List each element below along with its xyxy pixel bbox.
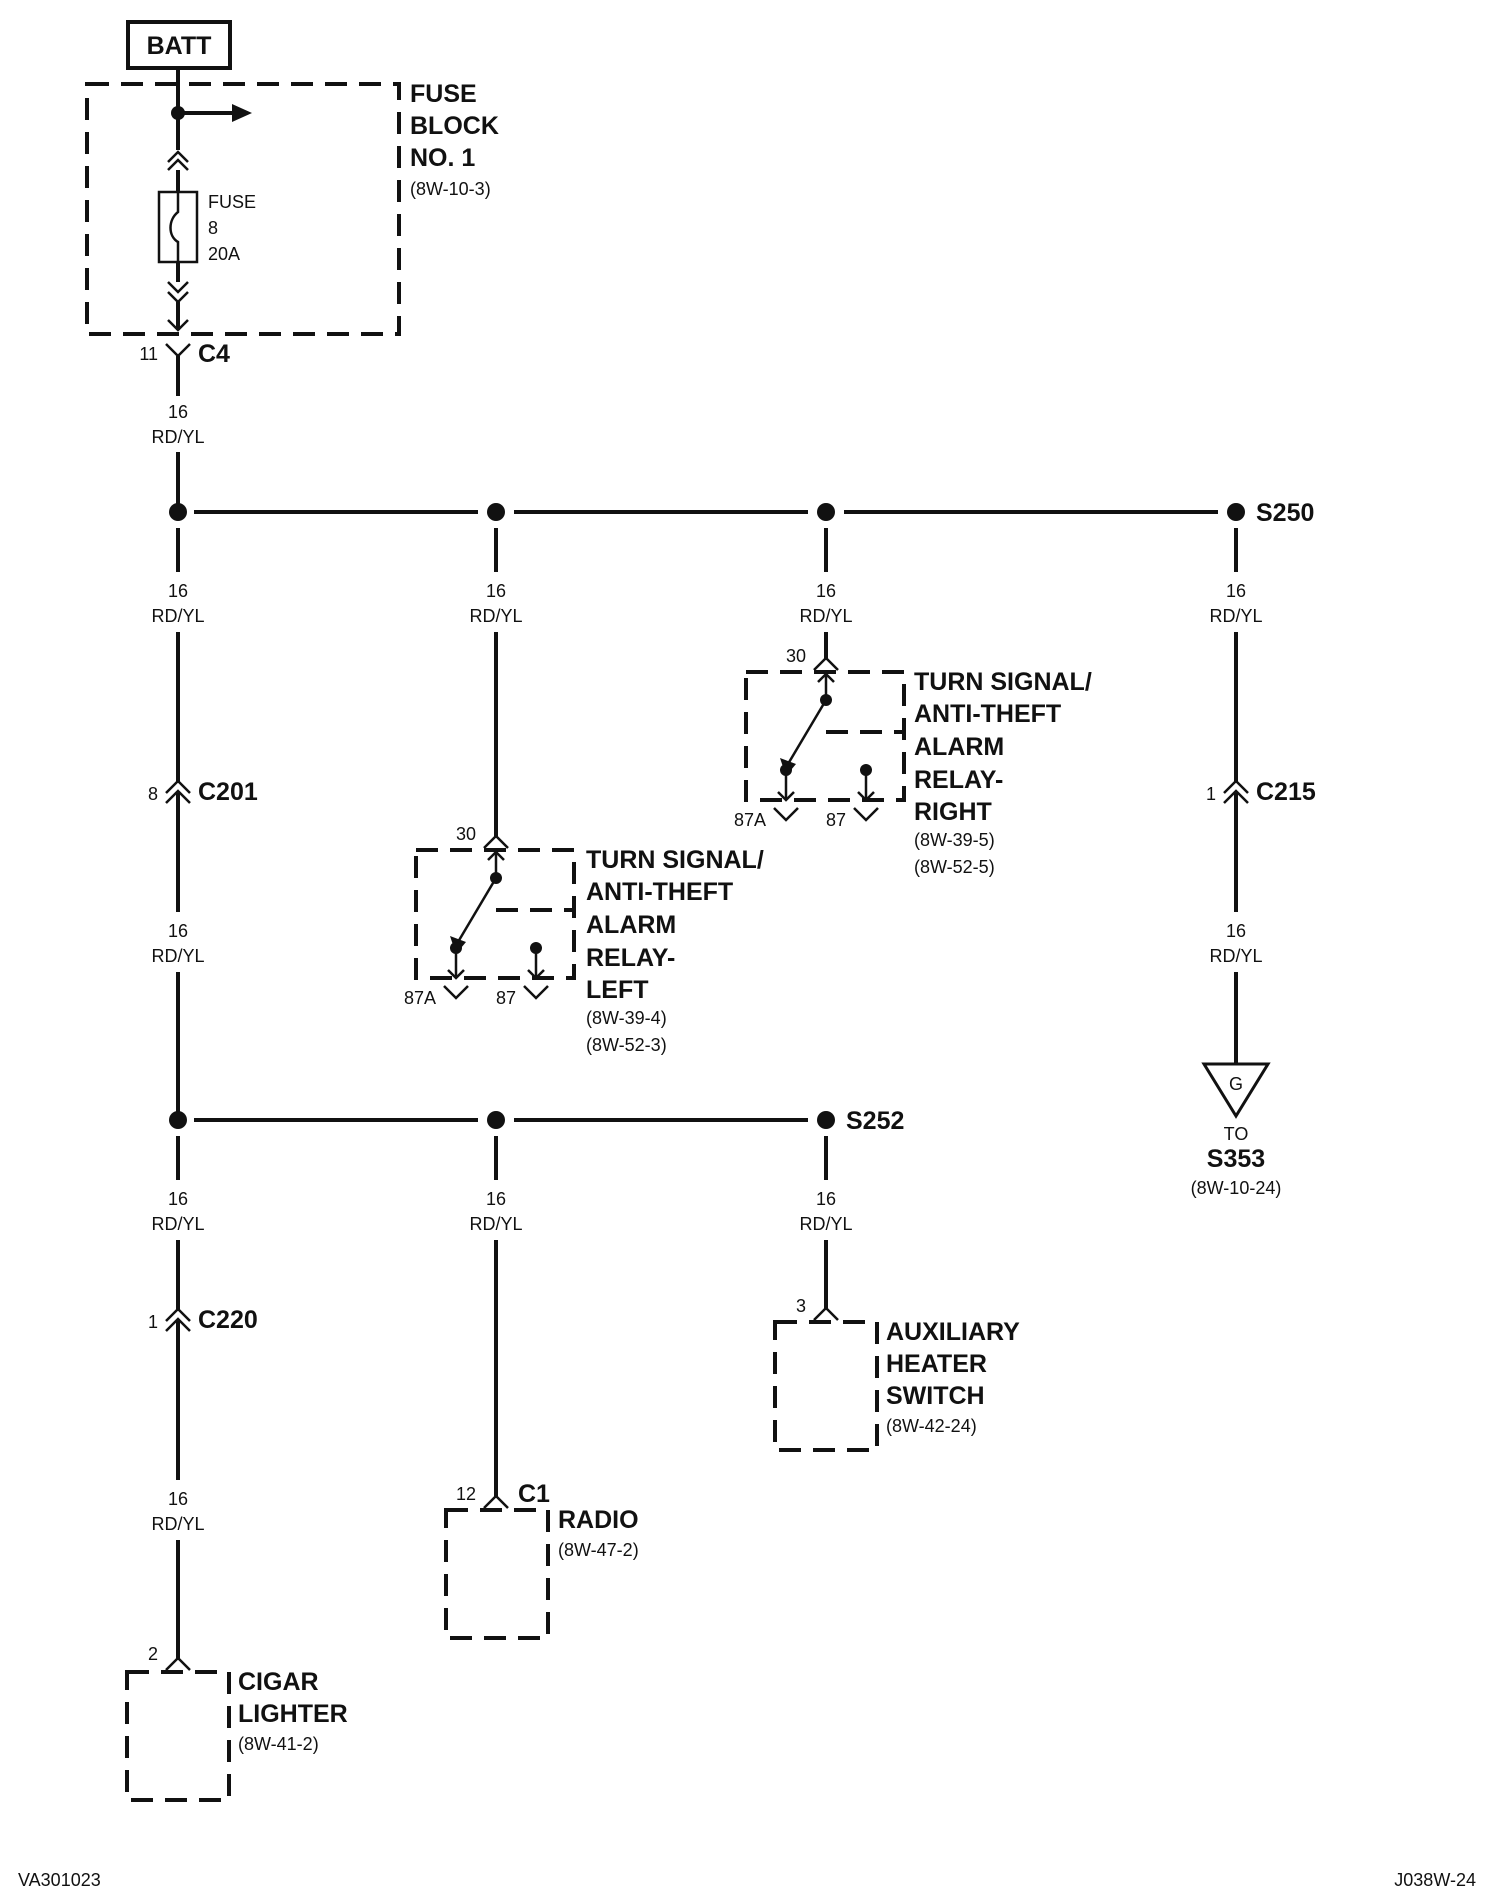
connector-c201: 8 C201 bbox=[148, 778, 258, 806]
connector-c220: 1 C220 bbox=[148, 1306, 258, 1334]
wire-gauge: 16 bbox=[486, 1189, 506, 1209]
wire-color: RD/YL bbox=[469, 606, 522, 626]
ground-to: TO bbox=[1224, 1124, 1249, 1144]
radio: 12 C1 RADIO (8W-47-2) bbox=[444, 1480, 639, 1640]
relay-right-ref2: (8W-52-5) bbox=[914, 857, 995, 877]
c1-pin: 12 bbox=[456, 1484, 476, 1504]
wire-color: RD/YL bbox=[469, 1214, 522, 1234]
wire-gauge: 16 bbox=[168, 1189, 188, 1209]
footer-left-code: VA301023 bbox=[18, 1870, 101, 1890]
relay-right-title-line4: RELAY- bbox=[914, 766, 1003, 794]
relay-right-title-line1: TURN SIGNAL/ bbox=[914, 668, 1092, 696]
wire-gauge: 16 bbox=[168, 1489, 188, 1509]
wire-color: RD/YL bbox=[1209, 606, 1262, 626]
c4-pin: 11 bbox=[139, 344, 158, 364]
cigar-lighter: 2 CIGAR LIGHTER (8W-41-2) bbox=[125, 1644, 348, 1802]
relay-right-title-line5: RIGHT bbox=[914, 798, 992, 826]
cigar-lighter-pin: 2 bbox=[148, 1644, 158, 1664]
wire-color: RD/YL bbox=[799, 1214, 852, 1234]
aux-heater-title-line3: SWITCH bbox=[886, 1382, 985, 1410]
footer-right-code: J038W-24 bbox=[1394, 1870, 1476, 1890]
connector-c4: 11 C4 bbox=[139, 340, 230, 396]
radio-title: RADIO bbox=[558, 1506, 639, 1534]
relay-left-title-line2: ANTI-THEFT bbox=[586, 878, 733, 906]
connector-c215: 1 C215 bbox=[1206, 778, 1316, 806]
wire-color: RD/YL bbox=[799, 606, 852, 626]
relay-right-title-line2: ANTI-THEFT bbox=[914, 700, 1061, 728]
fuse-block: FUSE BLOCK NO. 1 (8W-10-3) FUSE 8 20A bbox=[85, 68, 499, 336]
relay-left-title-line1: TURN SIGNAL/ bbox=[586, 846, 764, 874]
wire-color: RD/YL bbox=[151, 1214, 204, 1234]
wire-gauge: 16 bbox=[1226, 581, 1246, 601]
relay-right: 30 87A 87 TURN SIGNAL/ ANTI-THEFT ALARM … bbox=[734, 646, 1092, 877]
relay-right-title-line3: ALARM bbox=[914, 733, 1004, 761]
fuse-block-title-line2: BLOCK bbox=[410, 112, 499, 140]
ground-dest: S353 bbox=[1207, 1145, 1265, 1173]
fuse-block-ref: (8W-10-3) bbox=[410, 179, 491, 199]
aux-heater-pin: 3 bbox=[796, 1296, 806, 1316]
relay-left-ref2: (8W-52-3) bbox=[586, 1035, 667, 1055]
relay-left-pin-87: 87 bbox=[496, 988, 516, 1008]
relay-right-pin-87a: 87A bbox=[734, 810, 766, 830]
cigar-lighter-ref: (8W-41-2) bbox=[238, 1734, 319, 1754]
wire-gauge: 16 bbox=[1226, 921, 1246, 941]
relay-left: 30 87A 87 TURN SIGNAL/ ANTI-THEFT ALARM … bbox=[404, 824, 764, 1055]
c1-name: C1 bbox=[518, 1480, 550, 1508]
aux-heater-ref: (8W-42-24) bbox=[886, 1416, 977, 1436]
splice-s250-label: S250 bbox=[1256, 499, 1314, 527]
aux-heater-title-line1: AUXILIARY bbox=[886, 1318, 1020, 1346]
splice-s252-label: S252 bbox=[846, 1107, 904, 1135]
relay-left-title-line4: RELAY- bbox=[586, 944, 675, 972]
relay-right-ref1: (8W-39-5) bbox=[914, 830, 995, 850]
c220-name: C220 bbox=[198, 1306, 258, 1334]
c4-name: C4 bbox=[198, 340, 230, 368]
c201-name: C201 bbox=[198, 778, 258, 806]
wire-color: RD/YL bbox=[151, 427, 204, 447]
wire-gauge: 16 bbox=[816, 1189, 836, 1209]
relay-left-ref1: (8W-39-4) bbox=[586, 1008, 667, 1028]
ground-triangle-icon bbox=[1201, 1062, 1271, 1119]
ground-reference: G TO S353 (8W-10-24) bbox=[1191, 1062, 1282, 1198]
wire-color: RD/YL bbox=[151, 946, 204, 966]
cigar-lighter-title-line1: CIGAR bbox=[238, 1668, 319, 1696]
relay-right-pin-87: 87 bbox=[826, 810, 846, 830]
cigar-lighter-title-line2: LIGHTER bbox=[238, 1700, 348, 1728]
radio-ref: (8W-47-2) bbox=[558, 1540, 639, 1560]
wire-color: RD/YL bbox=[1209, 946, 1262, 966]
wire-color: RD/YL bbox=[151, 1514, 204, 1534]
arrow-right-icon bbox=[232, 104, 252, 122]
wire-gauge: 16 bbox=[168, 921, 188, 941]
battery-source: BATT bbox=[126, 20, 232, 70]
c201-pin: 8 bbox=[148, 784, 158, 804]
wire-color: RD/YL bbox=[151, 606, 204, 626]
wire-gauge: 16 bbox=[168, 581, 188, 601]
fuse-block-title-line1: FUSE bbox=[410, 80, 477, 108]
relay-left-title-line5: LEFT bbox=[586, 976, 649, 1004]
relay-left-pin-87a: 87A bbox=[404, 988, 436, 1008]
splice-s252-bus: S252 bbox=[169, 1107, 904, 1135]
relay-left-pin-30: 30 bbox=[456, 824, 476, 844]
wire-gauge: 16 bbox=[168, 402, 188, 422]
ground-symbol: G bbox=[1229, 1074, 1243, 1094]
fuse-label-line1: FUSE bbox=[208, 192, 256, 212]
ground-ref: (8W-10-24) bbox=[1191, 1178, 1282, 1198]
c215-name: C215 bbox=[1256, 778, 1316, 806]
fuse-block-title-line3: NO. 1 bbox=[410, 144, 475, 172]
fuse-label-line2: 8 bbox=[208, 218, 218, 238]
wire-gauge: 16 bbox=[486, 581, 506, 601]
auxiliary-heater-switch: 3 AUXILIARY HEATER SWITCH (8W-42-24) bbox=[773, 1296, 1020, 1452]
relay-left-title-line3: ALARM bbox=[586, 911, 676, 939]
fuse-label-line3: 20A bbox=[208, 244, 240, 264]
battery-label: BATT bbox=[147, 32, 212, 60]
splice-s250-bus: S250 bbox=[169, 499, 1314, 527]
c215-pin: 1 bbox=[1206, 784, 1216, 804]
c220-pin: 1 bbox=[148, 1312, 158, 1332]
aux-heater-title-line2: HEATER bbox=[886, 1350, 987, 1378]
wire-gauge: 16 bbox=[816, 581, 836, 601]
relay-right-pin-30: 30 bbox=[786, 646, 806, 666]
